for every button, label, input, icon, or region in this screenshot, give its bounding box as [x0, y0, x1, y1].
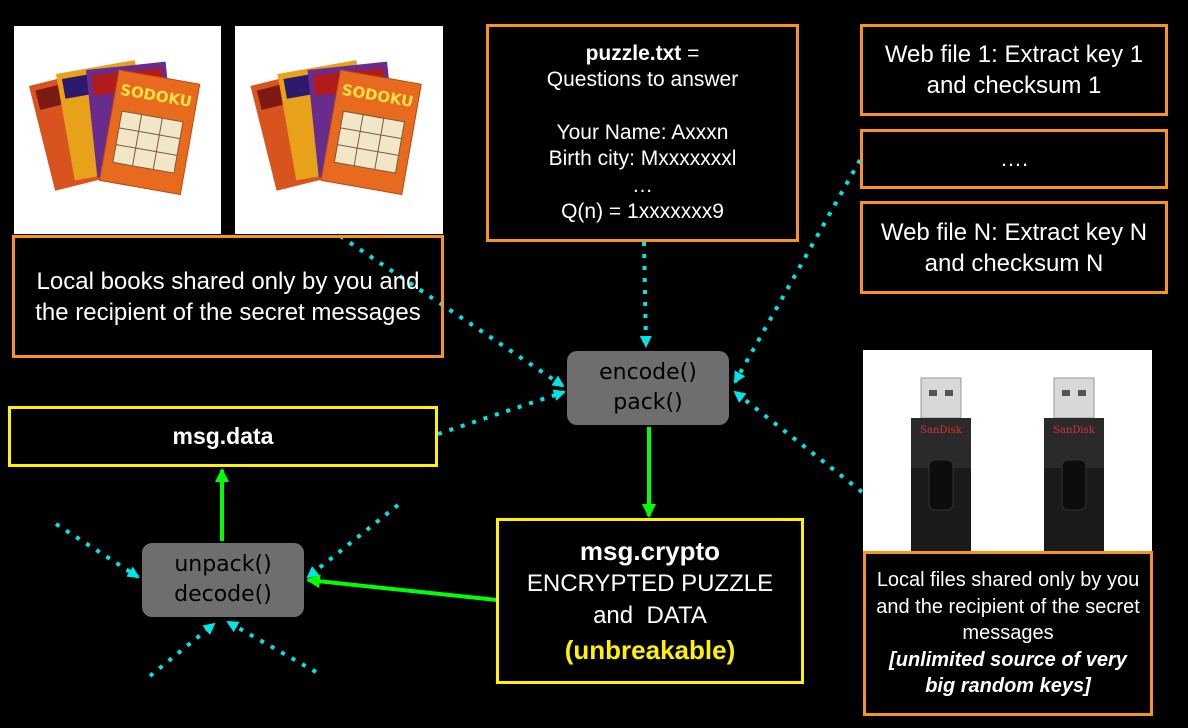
- puzzle-line: Your Name: Axxxn: [556, 120, 729, 144]
- puzzle-line: Questions to answer: [546, 68, 739, 91]
- puzzle-title: puzzle.txt =: [585, 41, 700, 65]
- books-stack-icon: SODOKU: [250, 60, 422, 196]
- web-file-ellipsis: ….: [999, 146, 1029, 171]
- pack-label: pack(): [613, 390, 683, 415]
- web-file-1-box: Web file 1: Extract key 1 and checksum 1: [860, 24, 1168, 116]
- arrow-sw-to-decode: [148, 622, 216, 678]
- encode-label: encode(): [599, 360, 697, 385]
- msg-crypto-title: msg.crypto: [579, 536, 721, 566]
- arrow-usb-to-encode: [733, 390, 864, 494]
- puzzle-line: …: [632, 173, 653, 197]
- decode-label: decode(): [174, 582, 272, 607]
- msg-crypto-line: ENCRYPTED PUZZLE: [526, 570, 774, 597]
- arrow-data-to-encode: [437, 389, 566, 436]
- encode-pack-node: encode() pack(): [567, 351, 729, 425]
- puzzle-line: Q(n) = 1xxxxxxx9: [561, 200, 724, 223]
- arrow-ne-to-decode: [306, 503, 400, 579]
- msg-data-label: msg.data: [172, 423, 274, 449]
- unbreakable-label: (unbreakable): [564, 635, 736, 665]
- books-caption-box: Local books shared only by you and the r…: [12, 235, 444, 358]
- svg-text:SanDisk: SanDisk: [1053, 425, 1096, 436]
- web-file-1-text: Web file 1: Extract key 1 and checksum 1: [884, 41, 1144, 99]
- arrow-nw-to-decode: [54, 522, 140, 579]
- puzzle-line: Birth city: Mxxxxxxxl: [548, 147, 737, 170]
- usb-caption-box: Local files shared only by you and the r…: [863, 551, 1153, 716]
- msg-crypto-line: and DATA: [593, 602, 707, 629]
- arrow-se-to-decode: [226, 620, 317, 674]
- books-image-left: SODOKU: [14, 26, 221, 234]
- arrow-crypto-to-decode: [306, 574, 498, 602]
- web-file-n-box: Web file N: Extract key N and checksum N: [860, 201, 1168, 294]
- web-file-n-text: Web file N: Extract key N and checksum N: [880, 218, 1148, 277]
- unpack-decode-node: unpack() decode(): [142, 543, 304, 617]
- books-image-right: SODOKU: [235, 26, 443, 234]
- arrow-puzzle-to-encode: [639, 241, 652, 348]
- books-stack-icon: SODOKU: [29, 60, 201, 196]
- unpack-label: unpack(): [174, 552, 272, 577]
- arrow-books-to-encode: [338, 234, 565, 388]
- msg-crypto-box: msg.crypto ENCRYPTED PUZZLE and DATA (un…: [496, 518, 804, 684]
- web-file-middle-box: ….: [860, 129, 1168, 189]
- puzzle-box: puzzle.txt = Questions to answer Your Na…: [486, 24, 799, 242]
- svg-text:SanDisk: SanDisk: [920, 425, 963, 436]
- msg-data-box: msg.data: [8, 406, 438, 467]
- books-caption-text: Local books shared only by you and the r…: [35, 267, 421, 326]
- usb-caption-italic: [unlimited source of very big random key…: [889, 648, 1127, 698]
- usb-caption-text: Local files shared only by you and the r…: [876, 569, 1140, 645]
